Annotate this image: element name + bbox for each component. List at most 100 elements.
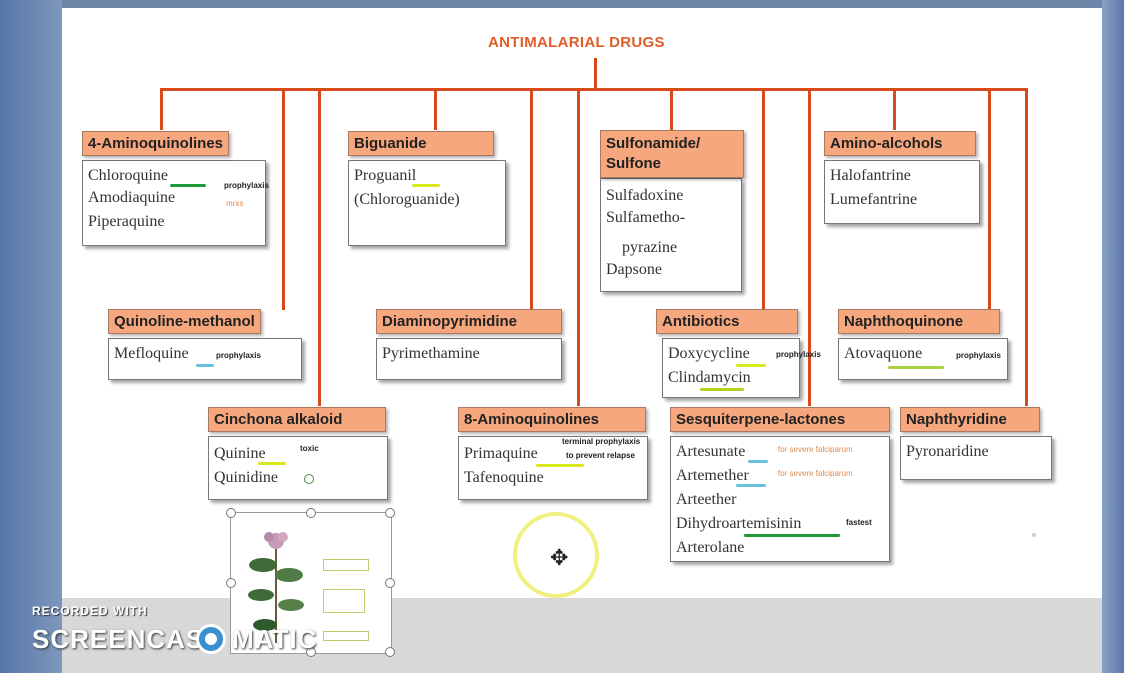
resize-handle[interactable]: [226, 508, 236, 518]
slide-canvas[interactable]: [62, 8, 1102, 598]
drug-item: Pyronaridine: [906, 443, 989, 460]
resize-handle[interactable]: [385, 647, 395, 657]
recorder-caption: RECORDED WITH: [32, 604, 148, 618]
annotation-note: fastest: [846, 518, 872, 527]
group-box-cinchona-alkaloid[interactable]: [208, 436, 388, 500]
resize-handle[interactable]: [306, 647, 316, 657]
drug-item: Pyrimethamine: [382, 345, 480, 362]
highlight-mark: [196, 364, 214, 367]
group-header-antibiotics: Antibiotics: [656, 309, 798, 334]
screencast-logo-icon: [196, 624, 226, 654]
group-box-naphthoquinone[interactable]: [838, 338, 1008, 380]
slide-title: ANTIMALARIAL DRUGS: [488, 34, 665, 51]
drug-item: Dapsone: [606, 261, 662, 278]
resize-handle[interactable]: [385, 578, 395, 588]
group-header-8-aminoquinolines: 8-Aminoquinolines: [458, 407, 646, 432]
group-header-line: Sulfone: [606, 155, 661, 172]
highlight-mark: [258, 462, 286, 465]
group-header-cinchona-alkaloid: Cinchona alkaloid: [208, 407, 386, 432]
window-right-frame: [1102, 0, 1124, 673]
slide-marker: [1032, 533, 1036, 537]
connector-drop: [893, 88, 896, 130]
drug-item: Halofantrine: [830, 167, 911, 184]
connector-drop: [282, 88, 285, 310]
connector-top-bar: [160, 88, 1028, 91]
highlight-mark: [744, 534, 840, 537]
drug-item: (Chloroguanide): [354, 191, 460, 208]
drug-item: Mefloquine: [114, 345, 189, 362]
group-box-sulfonamide[interactable]: [600, 178, 742, 292]
drug-item: Tafenoquine: [464, 469, 544, 486]
drug-item: Primaquine: [464, 445, 538, 462]
resize-handle[interactable]: [226, 578, 236, 588]
group-header-naphthoquinone: Naphthoquinone: [838, 309, 1000, 334]
group-header-quinoline-methanol: Quinoline-methanol: [108, 309, 261, 334]
rotation-handle[interactable]: [304, 474, 314, 484]
plant-illustration: [248, 532, 304, 643]
group-box-diaminopyrimidine[interactable]: [376, 338, 562, 380]
drug-item: pyrazine: [622, 239, 678, 256]
group-box-naphthyridine[interactable]: [900, 436, 1052, 480]
drug-item: Atovaquone: [844, 345, 923, 362]
window-left-frame: [0, 0, 62, 673]
selected-image[interactable]: [230, 512, 392, 654]
cursor-highlight: [513, 512, 599, 598]
annotation-note: terminal prophylaxis: [562, 437, 641, 446]
annotation-note: prophylaxis: [224, 181, 269, 190]
connector-trunk: [594, 58, 597, 90]
drug-item: Arterolane: [676, 539, 745, 556]
group-header-diaminopyrimidine: Diaminopyrimidine: [376, 309, 562, 334]
highlight-mark: [170, 184, 206, 187]
drug-item: Amodiaquine: [88, 189, 176, 206]
group-box-8-aminoquinolines[interactable]: [458, 436, 648, 500]
group-header-line: Sulfonamide/: [606, 135, 701, 152]
annotation-note: prophylaxis: [776, 350, 821, 359]
group-header-amino-alcohols: Amino-alcohols: [824, 131, 976, 156]
move-cursor-icon: ✥: [550, 546, 569, 571]
connector-drop: [762, 88, 765, 310]
group-box-4-aminoquinolines[interactable]: [82, 160, 266, 246]
drug-item: Piperaquine: [88, 213, 165, 230]
connector-drop: [434, 88, 437, 130]
connector-drop: [670, 88, 673, 130]
group-header-4-aminoquinolines: 4-Aminoquinolines: [82, 131, 229, 156]
highlight-mark: [736, 484, 766, 487]
drug-item: Chloroquine: [88, 167, 168, 184]
drug-item: Artemether: [676, 467, 749, 484]
drug-item: Quinidine: [214, 469, 278, 486]
highlight-mark: [748, 460, 768, 463]
drug-item: Dihydroartemisinin: [676, 515, 802, 532]
connector-drop: [160, 88, 163, 130]
resize-handle[interactable]: [385, 508, 395, 518]
group-header-biguanide: Biguanide: [348, 131, 494, 156]
highlight-mark: [700, 388, 744, 391]
recorder-brand-suffix: MATIC: [232, 624, 318, 654]
group-box-amino-alcohols[interactable]: [824, 160, 980, 224]
group-header-sulfonamide: Sulfonamide/ Sulfone: [600, 130, 744, 178]
recorder-brand: SCREENCAST: [32, 624, 222, 654]
mini-slide-element: [323, 589, 365, 613]
connector-drop: [1025, 88, 1028, 406]
annotation-note: to prevent relapse: [566, 451, 635, 460]
highlight-mark: [536, 464, 584, 467]
drug-item: Proguanil: [354, 167, 417, 184]
annotation-note: mrxs: [226, 199, 244, 208]
group-box-sesquiterpene-lactones[interactable]: [670, 436, 890, 562]
drug-item: Sulfametho-: [606, 209, 686, 226]
drug-item: Artesunate: [676, 443, 746, 460]
group-header-naphthyridine: Naphthyridine: [900, 407, 1040, 432]
annotation-note: for severe falciparum: [778, 469, 853, 478]
annotation-note: prophylaxis: [216, 351, 261, 360]
connector-drop: [530, 88, 533, 310]
drug-item: Lumefantrine: [830, 191, 918, 208]
annotation-note: for severe falciparum: [778, 445, 853, 454]
group-box-biguanide[interactable]: [348, 160, 506, 246]
group-box-quinoline-methanol[interactable]: [108, 338, 302, 380]
highlight-mark: [412, 184, 440, 187]
resize-handle[interactable]: [306, 508, 316, 518]
connector-drop: [577, 88, 580, 406]
connector-drop: [808, 88, 811, 406]
annotation-note: toxic: [300, 444, 319, 453]
highlight-mark: [736, 364, 766, 367]
mini-slide-element: [323, 631, 369, 641]
